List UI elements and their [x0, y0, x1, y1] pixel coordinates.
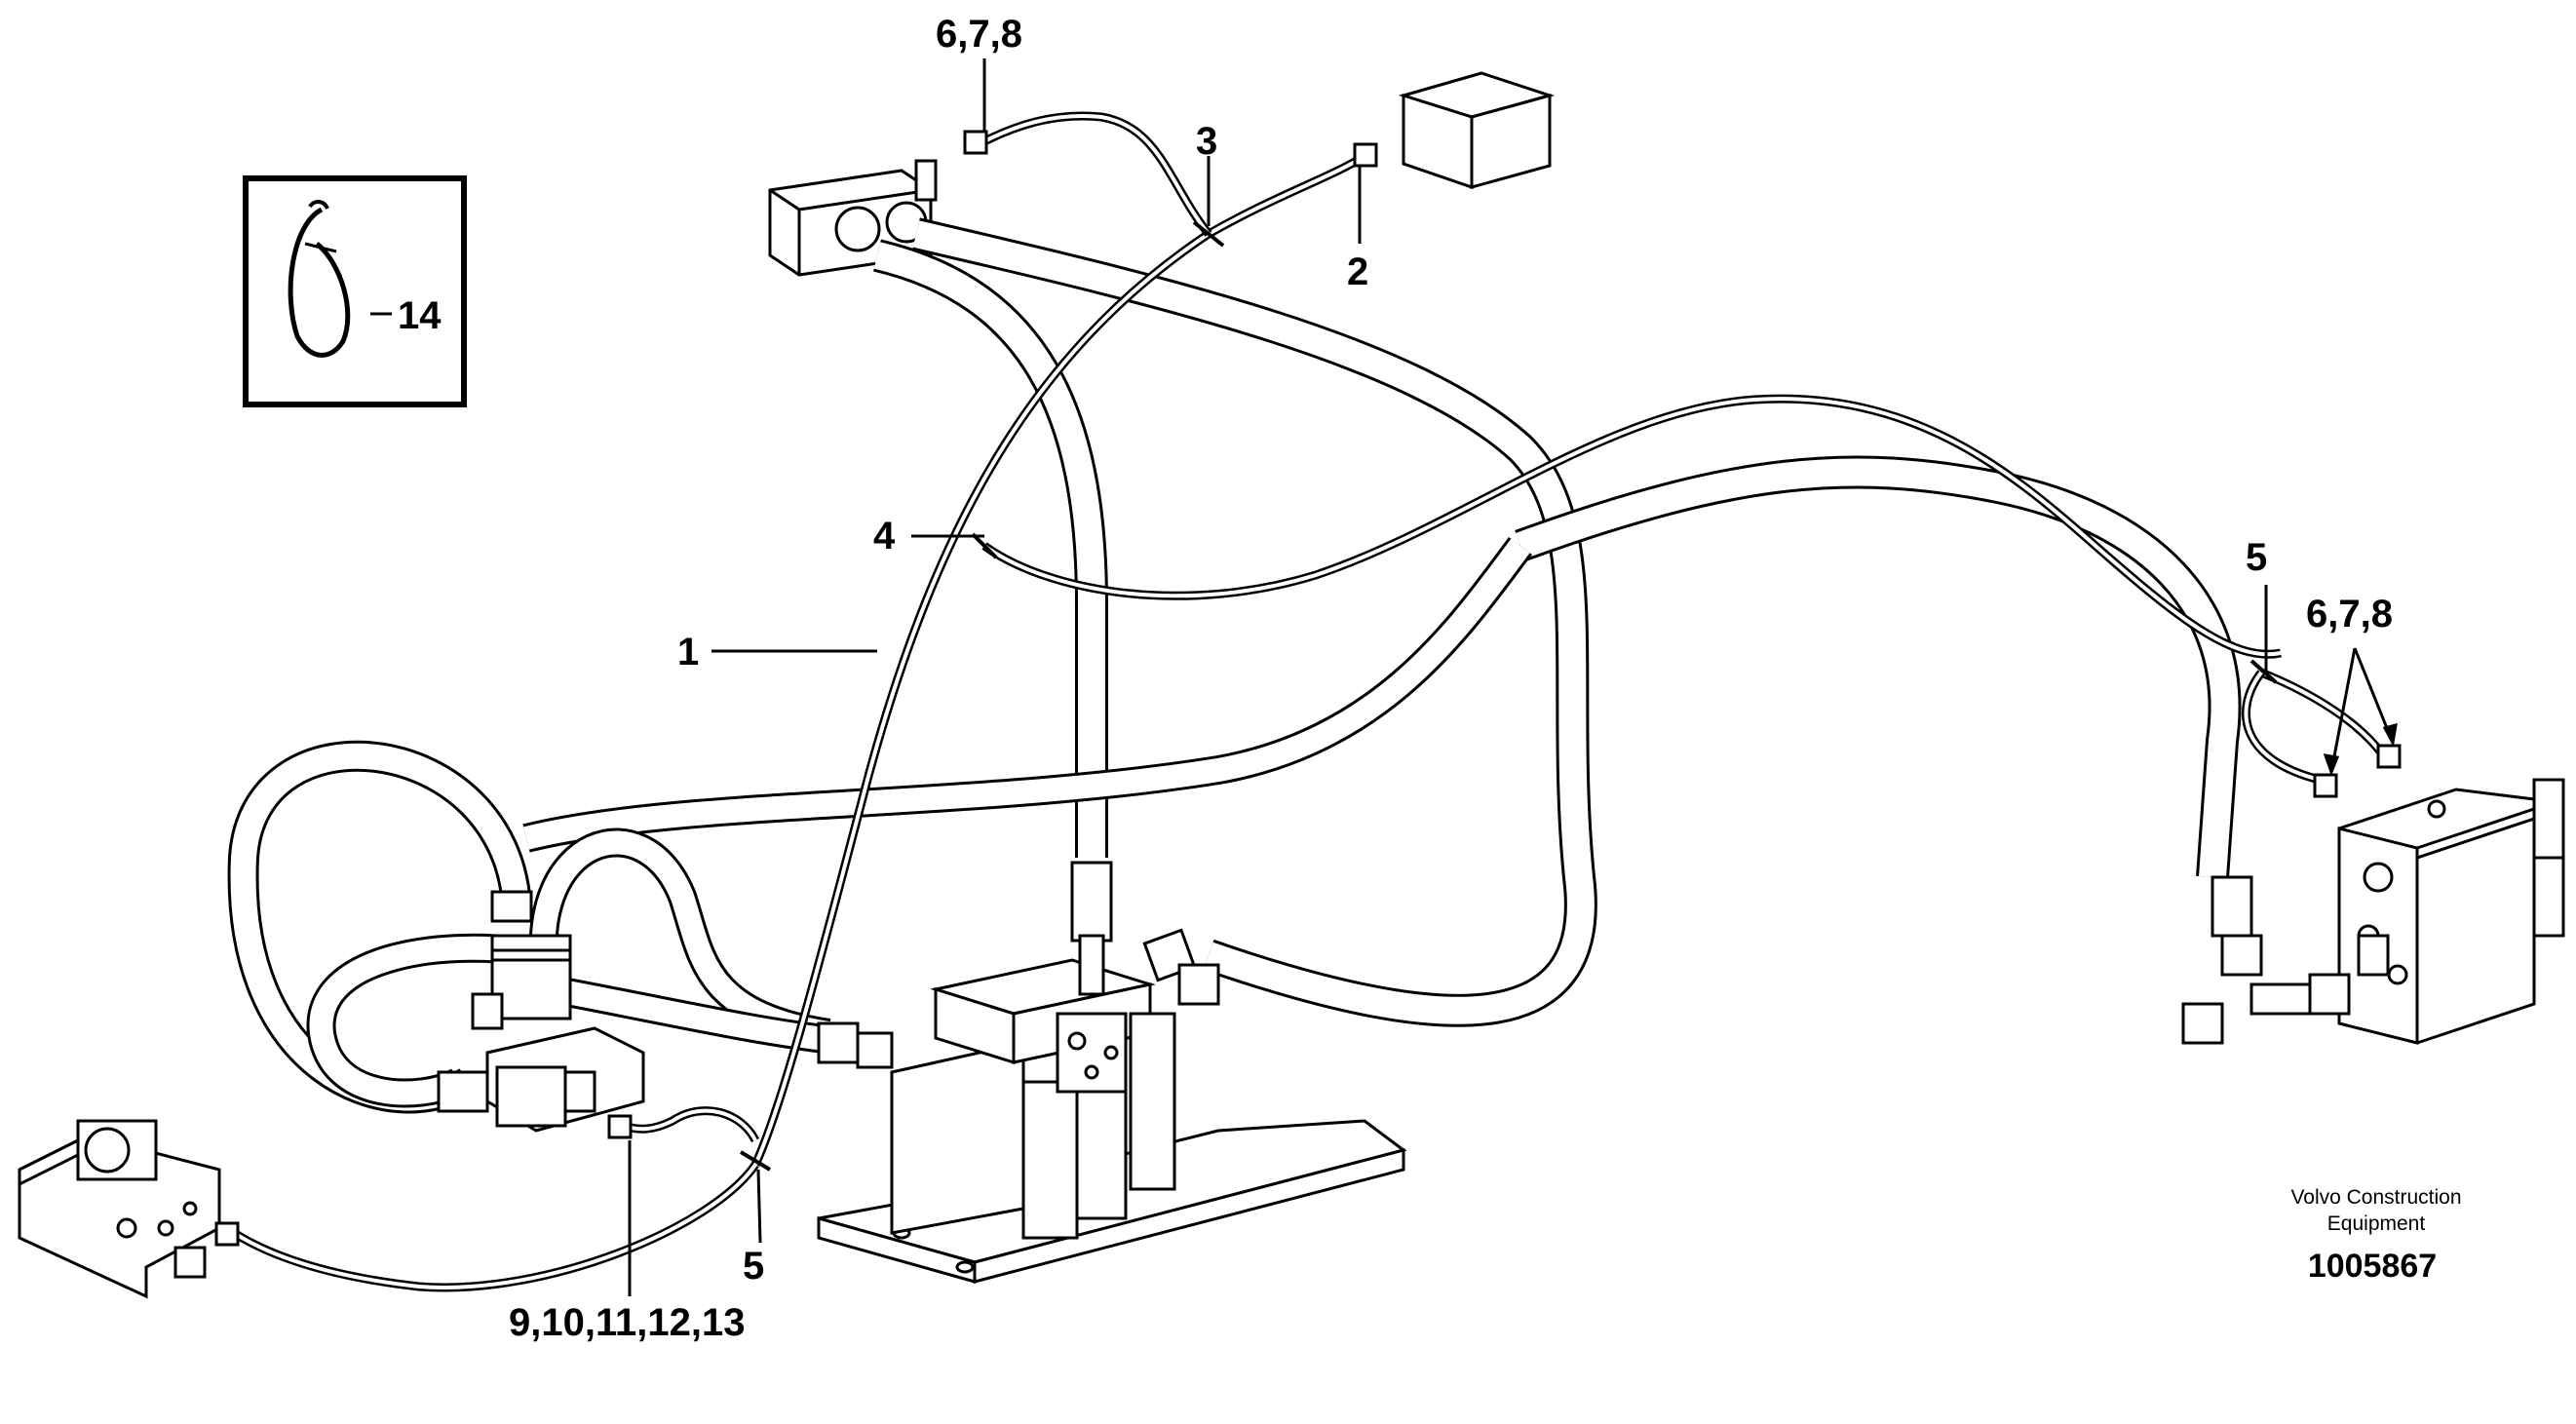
callout-5-bottom: 5 [743, 1245, 764, 1288]
center-valve-assembly [817, 861, 1407, 1284]
brand-line-1: Volvo Construction [2290, 1186, 2461, 1209]
electrical-harness [231, 111, 2387, 1292]
harness-connectors [214, 130, 2402, 1247]
left-solenoid-valve [437, 890, 645, 1133]
callout-6-7-8-top: 6,7,8 [936, 13, 1022, 56]
connector-top-left [963, 130, 988, 155]
callout-14: 14 [398, 294, 442, 337]
callout-9-13: 9,10,11,12,13 [509, 1301, 745, 1344]
callout-6-7-8-right: 6,7,8 [2306, 593, 2393, 635]
connector-right-lower [2313, 773, 2338, 798]
brand-line-2: Equipment [2327, 1212, 2426, 1235]
connector-top-right [1353, 142, 1378, 168]
document-number: 1005867 [2308, 1248, 2437, 1285]
inset-cable-tie [243, 175, 467, 407]
connector-right-upper [2376, 744, 2402, 769]
callout-4: 4 [873, 515, 896, 558]
callout-5-right: 5 [2246, 536, 2267, 579]
right-valve-block [2181, 778, 2565, 1045]
cable-tie-loop [288, 207, 351, 358]
callout-3: 3 [1196, 120, 1217, 163]
bottom-left-valve [18, 1119, 221, 1299]
reference-cube [1398, 71, 1556, 190]
connector-far-left [214, 1221, 240, 1247]
connector-bottom [607, 1114, 633, 1139]
callout-1: 1 [677, 631, 699, 674]
inset-frame [243, 175, 467, 407]
leader-lines [628, 58, 2398, 1296]
callout-2: 2 [1347, 250, 1368, 293]
